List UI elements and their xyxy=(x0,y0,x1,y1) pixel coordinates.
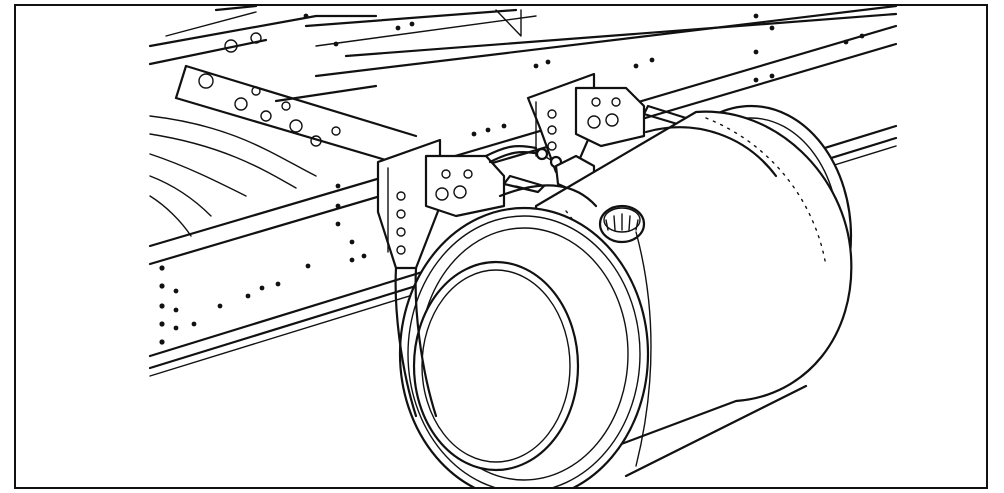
front-bracket-drawing xyxy=(376,138,546,270)
rivet-pattern xyxy=(159,13,865,345)
fuel-tank-body xyxy=(394,104,853,487)
figure-frame xyxy=(14,4,988,489)
rear-bracket-drawing xyxy=(526,72,688,174)
fuel-tank-drawing xyxy=(148,6,898,487)
crossmember-drawing xyxy=(148,6,537,237)
